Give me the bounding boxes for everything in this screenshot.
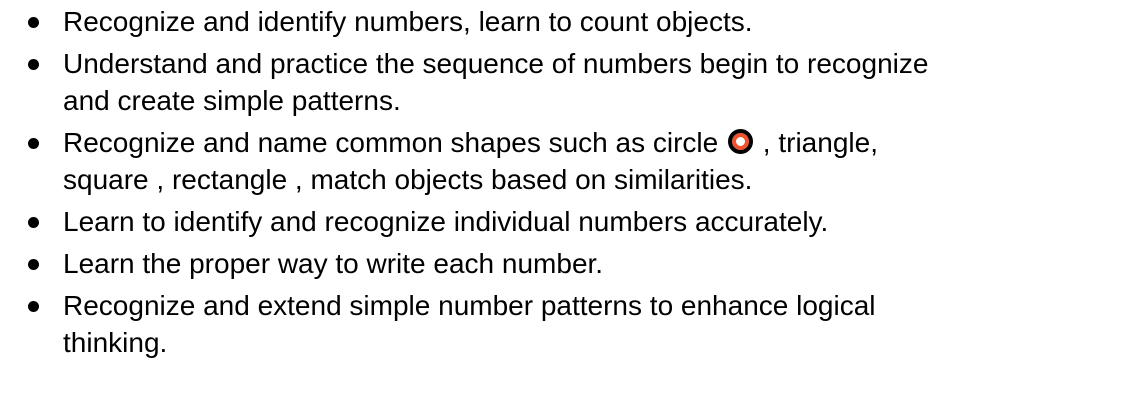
list-item: Recognize and identify numbers, learn to… <box>0 3 1134 40</box>
list-item-text: square , rectangle , match objects based… <box>63 164 753 195</box>
list-item-text: and create simple patterns. <box>63 85 401 116</box>
list-item-text: thinking. <box>63 327 168 358</box>
learning-objectives-list: Recognize and identify numbers, learn to… <box>0 3 1134 366</box>
bullet-icon <box>28 259 39 270</box>
bullet-icon <box>28 217 39 228</box>
list-item-text: Recognize and extend simple number patte… <box>63 290 876 321</box>
circle-icon <box>728 129 754 154</box>
bullet-icon <box>28 59 39 70</box>
bullet-icon <box>28 138 39 149</box>
list-item-text: , triangle, <box>755 127 878 158</box>
list-item-text: Learn to identify and recognize individu… <box>63 206 829 237</box>
list-item: Understand and practice the sequence of … <box>0 45 1134 119</box>
list-item: Learn the proper way to write each numbe… <box>0 245 1134 282</box>
list-item-line: Recognize and name common shapes such as… <box>63 124 1134 161</box>
list-item-text: Understand and practice the sequence of … <box>63 48 929 79</box>
bullet-icon <box>28 17 39 28</box>
list-item: Learn to identify and recognize individu… <box>0 203 1134 240</box>
list-item-text: Recognize and identify numbers, learn to… <box>63 6 753 37</box>
list-item: Recognize and extend simple number patte… <box>0 287 1134 361</box>
list-item-text: Learn the proper way to write each numbe… <box>63 248 604 279</box>
list-item: Recognize and name common shapes such as… <box>0 124 1134 198</box>
bullet-icon <box>28 301 39 312</box>
list-item-text: Recognize and name common shapes such as… <box>63 127 727 158</box>
